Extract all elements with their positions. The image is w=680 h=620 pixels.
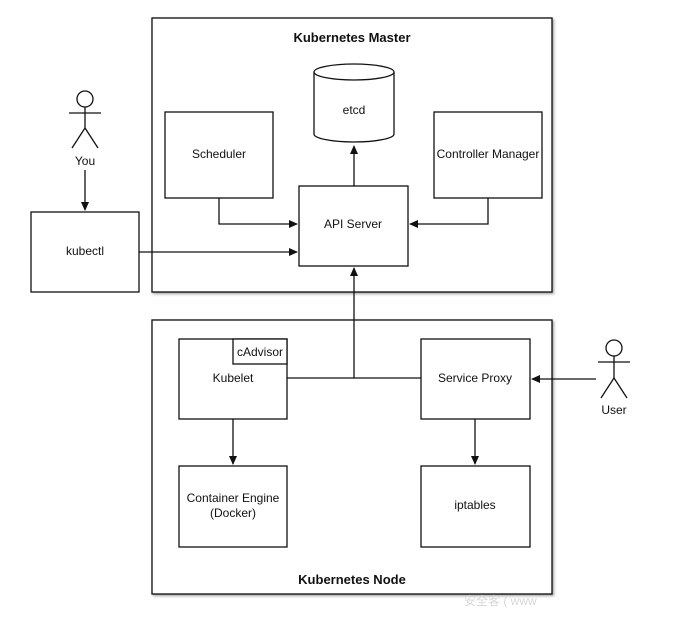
cadvisor-label: cAdvisor xyxy=(237,345,283,359)
etcd-label: etcd xyxy=(343,103,366,117)
container-engine-box: Container Engine (Docker) xyxy=(178,465,288,548)
api-server-box: API Server xyxy=(298,185,409,267)
cadvisor-box xyxy=(232,338,288,365)
service-proxy-label: Service Proxy xyxy=(438,371,512,385)
arrow-controller-to-api xyxy=(409,198,489,228)
you-actor-icon xyxy=(69,90,101,149)
etcd-cylinder: etcd xyxy=(313,63,395,143)
kubelet-label: Kubelet xyxy=(213,371,254,385)
user-label: User xyxy=(601,403,626,417)
container-engine-label-line2: (Docker) xyxy=(210,506,256,520)
you-label: You xyxy=(75,154,95,168)
scheduler-label: Scheduler xyxy=(192,147,246,161)
kubernetes-node-title: Kubernetes Node xyxy=(298,572,406,587)
iptables-label: iptables xyxy=(454,498,495,512)
arrow-scheduler-to-api xyxy=(218,198,298,228)
user-actor-icon xyxy=(598,339,630,399)
watermark-text: 安全客 ( www xyxy=(464,593,537,608)
api-server-label: API Server xyxy=(324,217,382,231)
kubectl-label: kubectl xyxy=(66,244,104,258)
iptables-box: iptables xyxy=(420,465,531,548)
container-engine-label-line1: Container Engine xyxy=(187,491,280,505)
service-proxy-box: Service Proxy xyxy=(420,338,531,420)
controller-manager-box: Controller Manager xyxy=(433,111,543,199)
kubernetes-master-title: Kubernetes Master xyxy=(293,30,410,45)
kubectl-box: kubectl xyxy=(30,211,140,293)
kubelet-box: cAdvisor Kubelet xyxy=(178,338,288,420)
scheduler-box: Scheduler xyxy=(164,111,274,199)
controller-manager-label: Controller Manager xyxy=(437,147,540,161)
